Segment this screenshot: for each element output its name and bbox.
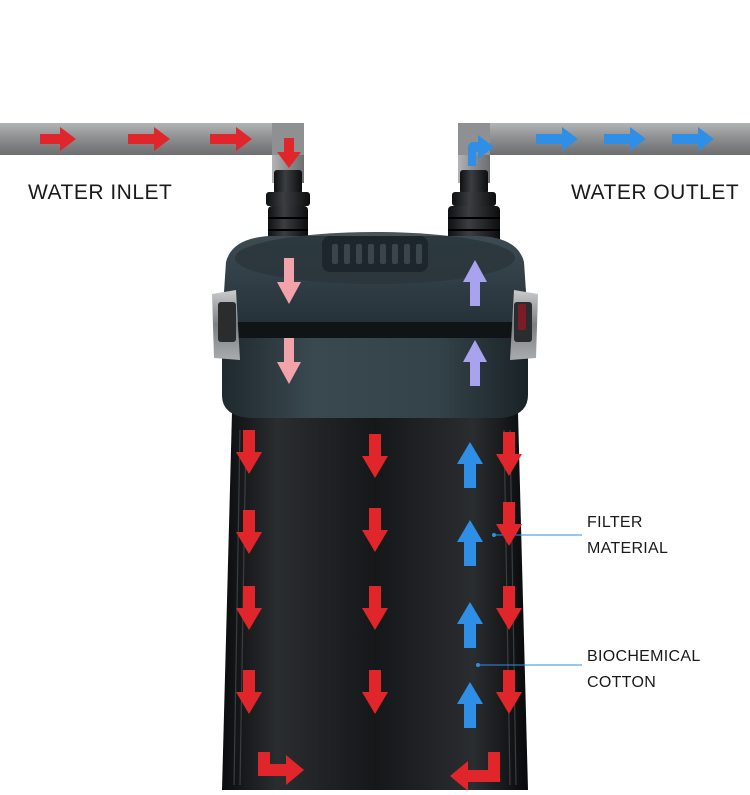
up-arrow [457, 682, 483, 728]
up-arrow [457, 602, 483, 648]
inlet-arrow [40, 127, 76, 151]
filter-material-line1: FILTER [587, 514, 643, 531]
down-arrow [236, 510, 262, 554]
head-up-arrow [463, 260, 487, 306]
head-up-arrows [463, 260, 487, 386]
canister-head [214, 232, 536, 418]
inlet-arrow [128, 127, 170, 151]
filter-material-line2: MATERIAL [587, 540, 669, 557]
outlet-arrow [604, 127, 646, 151]
inlet-arrow [277, 138, 301, 168]
inlet-pipe [0, 123, 304, 183]
head-down-arrow [277, 258, 301, 304]
turn-right-arrow [258, 752, 304, 785]
outlet-pipe [458, 123, 750, 183]
outlet-flow-arrows [468, 127, 714, 166]
down-arrow [362, 586, 388, 630]
inlet-arrow [210, 127, 252, 151]
head-down-arrow [277, 338, 301, 384]
body-down-arrows [236, 430, 522, 714]
down-arrow [362, 508, 388, 552]
biochemical-cotton-label: BIOCHEMICAL COTTON [587, 644, 701, 696]
head-down-arrows [277, 258, 301, 384]
water-inlet-label: WATER INLET [28, 181, 173, 204]
head-up-arrow [463, 340, 487, 386]
down-arrow [496, 586, 522, 630]
down-arrow [236, 670, 262, 714]
down-arrow [496, 502, 522, 546]
down-arrow [236, 586, 262, 630]
biochemical-cotton-line1: BIOCHEMICAL [587, 648, 701, 665]
down-arrow [496, 670, 522, 714]
down-arrow [496, 432, 522, 476]
water-outlet-label: WATER OUTLET [571, 181, 740, 204]
body-up-arrows [457, 442, 483, 728]
up-arrow [457, 442, 483, 488]
left-clamp [212, 290, 240, 360]
outlet-arrow [536, 127, 578, 151]
inlet-flow-arrows [40, 127, 301, 168]
up-arrow [457, 520, 483, 566]
outlet-arrow [672, 127, 714, 151]
biochemical-cotton-line2: COTTON [587, 674, 657, 691]
filter-material-label: FILTER MATERIAL [587, 510, 668, 562]
down-arrow [362, 434, 388, 478]
bottom-flow-arrows [258, 752, 500, 791]
outlet-arrow [468, 135, 494, 166]
biochemical-cotton-callout [476, 663, 582, 667]
down-arrow [236, 430, 262, 474]
right-clamp [510, 290, 538, 360]
turn-left-arrow [450, 752, 500, 791]
down-arrow [362, 670, 388, 714]
